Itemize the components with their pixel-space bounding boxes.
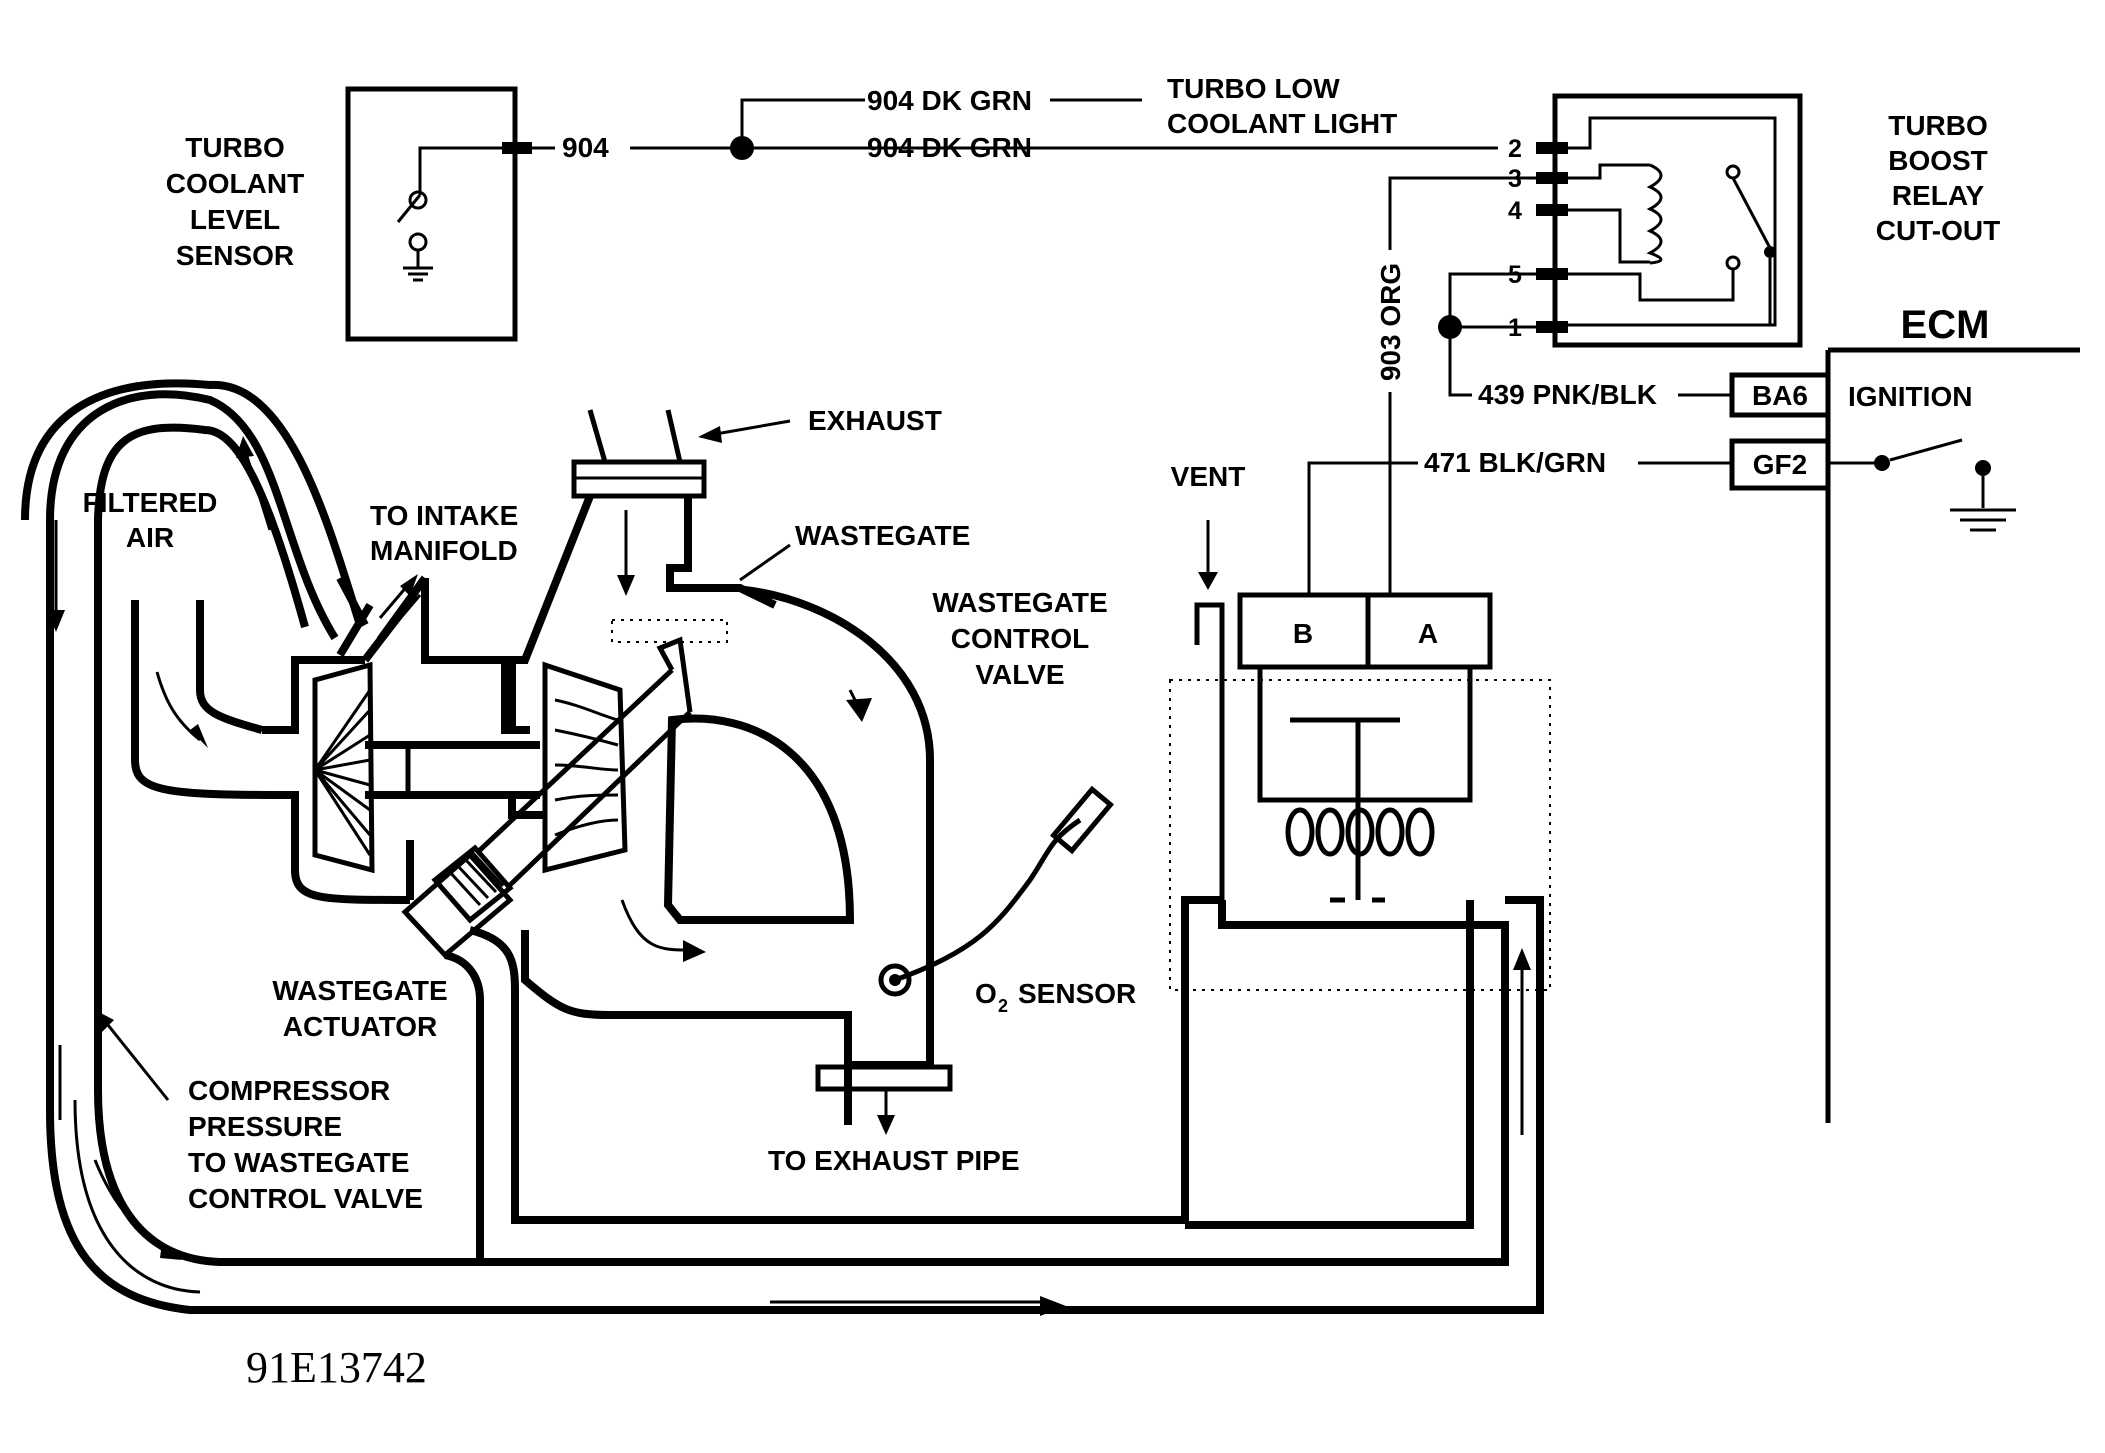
wastegate-control-valve-label: WASTEGATE CONTROL VALVE bbox=[932, 587, 1107, 690]
svg-text:SENSOR: SENSOR bbox=[1018, 978, 1136, 1009]
svg-text:TURBO: TURBO bbox=[1888, 110, 1988, 141]
ignition-label: IGNITION bbox=[1848, 381, 1972, 412]
turbo-low-coolant-light-label: TURBO LOW COOLANT LIGHT bbox=[1167, 73, 1397, 139]
svg-text:WASTEGATE: WASTEGATE bbox=[932, 587, 1107, 618]
svg-text:903 ORG: 903 ORG bbox=[1375, 263, 1406, 381]
wire-471-blk-grn: 471 BLK/GRN bbox=[1307, 447, 1732, 595]
svg-text:TO INTAKE: TO INTAKE bbox=[370, 500, 518, 531]
valve-terminal-a: A bbox=[1418, 618, 1438, 649]
svg-text:2: 2 bbox=[1508, 135, 1522, 163]
turbo-boost-relay bbox=[1536, 93, 1803, 348]
exhaust-label: EXHAUST bbox=[808, 405, 942, 436]
filtered-air-label: FILTERED AIR bbox=[83, 487, 218, 553]
svg-text:FILTERED: FILTERED bbox=[83, 487, 218, 518]
vent-label: VENT bbox=[1171, 461, 1246, 492]
svg-text:TURBO: TURBO bbox=[185, 132, 285, 163]
svg-text:BOOST: BOOST bbox=[1888, 145, 1988, 176]
wire-904: 904 bbox=[532, 98, 1498, 163]
compressor-wheel bbox=[312, 661, 375, 874]
svg-text:SENSOR: SENSOR bbox=[176, 240, 294, 271]
compressor-pressure-label: COMPRESSOR PRESSURE TO WASTEGATE CONTROL… bbox=[188, 1075, 423, 1214]
ecm-pin-gf2: GF2 bbox=[1753, 449, 1807, 480]
o2-sensor: O 2 SENSOR bbox=[878, 785, 1136, 1016]
svg-text:TURBO LOW: TURBO LOW bbox=[1167, 73, 1340, 104]
valve-terminal-b: B bbox=[1293, 618, 1313, 649]
wastegate-actuator bbox=[401, 636, 693, 959]
svg-text:AIR: AIR bbox=[126, 522, 174, 553]
valve-coil bbox=[1285, 807, 1435, 857]
splice-dot bbox=[1438, 315, 1462, 339]
svg-text:439 PNK/BLK: 439 PNK/BLK bbox=[1478, 379, 1657, 410]
svg-text:904: 904 bbox=[562, 132, 609, 163]
wire-439-pnk-blk: 439 PNK/BLK bbox=[1438, 272, 1730, 410]
svg-text:2: 2 bbox=[998, 996, 1008, 1016]
valve-dotted-boundary bbox=[1169, 679, 1551, 991]
ecm-pin-ba6-box bbox=[1729, 372, 1831, 418]
wire-904-dk-grn-lower: 904 DK GRN bbox=[867, 132, 1032, 163]
wastegate-label: WASTEGATE bbox=[795, 520, 970, 551]
actuator-pressure-hose bbox=[443, 896, 1474, 1260]
coolant-level-sensor bbox=[345, 86, 532, 342]
relay-pin-numbers: 2 3 4 5 1 bbox=[1508, 135, 1522, 342]
compressor-housing bbox=[131, 574, 628, 904]
svg-text:CONTROL VALVE: CONTROL VALVE bbox=[188, 1183, 423, 1214]
svg-text:COOLANT LIGHT: COOLANT LIGHT bbox=[1167, 108, 1397, 139]
exhaust-inlet: EXHAUST bbox=[571, 405, 942, 596]
ecm: ECM BA6 IGNITION GF2 bbox=[1729, 303, 2080, 1123]
svg-text:MANIFOLD: MANIFOLD bbox=[370, 535, 518, 566]
svg-text:RELAY: RELAY bbox=[1892, 180, 1985, 211]
svg-text:O: O bbox=[975, 978, 997, 1009]
wastegate-leader bbox=[739, 543, 791, 582]
wastegate-control-valve: B A bbox=[1169, 592, 1551, 991]
svg-text:471 BLK/GRN: 471 BLK/GRN bbox=[1424, 447, 1606, 478]
svg-text:CONTROL: CONTROL bbox=[951, 623, 1089, 654]
turbo-boost-relay-cutout-label: TURBO BOOST RELAY CUT-OUT bbox=[1876, 110, 2000, 246]
to-intake-manifold-label: TO INTAKE MANIFOLD bbox=[370, 500, 518, 566]
flow-arrows bbox=[47, 436, 1531, 1316]
svg-text:4: 4 bbox=[1508, 197, 1522, 225]
valve-connector bbox=[1237, 592, 1493, 670]
svg-text:COMPRESSOR: COMPRESSOR bbox=[188, 1075, 390, 1106]
wire-904-dk-grn-upper: 904 DK GRN bbox=[867, 85, 1032, 116]
turbine-wheel bbox=[542, 661, 628, 874]
svg-text:ECM: ECM bbox=[1901, 303, 1990, 347]
turbine-housing bbox=[508, 494, 953, 1135]
svg-text:LEVEL: LEVEL bbox=[190, 204, 280, 235]
to-exhaust-pipe-label: TO EXHAUST PIPE bbox=[768, 1145, 1020, 1176]
wastegate-actuator-label: WASTEGATE ACTUATOR bbox=[272, 975, 447, 1042]
svg-text:PRESSURE: PRESSURE bbox=[188, 1111, 342, 1142]
vent-tube: VENT bbox=[1171, 461, 1246, 900]
svg-text:CUT-OUT: CUT-OUT bbox=[1876, 215, 2000, 246]
svg-text:VALVE: VALVE bbox=[975, 659, 1064, 690]
figure-id: 91E13742 bbox=[246, 1343, 427, 1392]
wire-903-org: 903 ORG bbox=[1375, 176, 1536, 595]
svg-text:COOLANT: COOLANT bbox=[166, 168, 304, 199]
svg-text:WASTEGATE: WASTEGATE bbox=[272, 975, 447, 1006]
svg-text:ACTUATOR: ACTUATOR bbox=[283, 1011, 438, 1042]
svg-text:TO WASTEGATE: TO WASTEGATE bbox=[188, 1147, 409, 1178]
turbo-coolant-level-sensor-label: TURBO COOLANT LEVEL SENSOR bbox=[166, 132, 304, 271]
ecm-pin-ba6: BA6 bbox=[1752, 380, 1808, 411]
